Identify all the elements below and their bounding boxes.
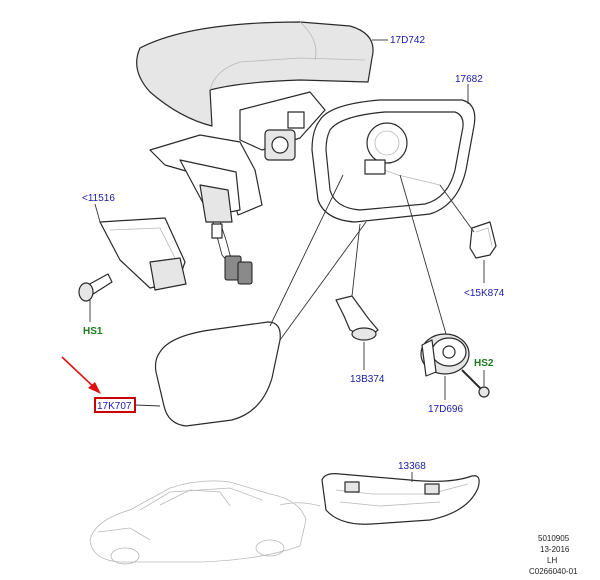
callout-glass[interactable]: 17K707 [97,401,132,412]
actuator-part[interactable] [420,333,470,377]
callout-small-bracket[interactable]: 13B374 [350,374,385,385]
leader-glass-2 [279,221,367,341]
mirror-cap-part[interactable] [136,21,374,127]
footer-line-3: LH [547,556,557,565]
wiring-harness-part[interactable] [211,221,253,285]
callout-motor-bracket[interactable]: <11516 [82,193,115,204]
leader-small-bracket-in [351,223,361,297]
red-arrow-icon [61,356,101,394]
leader-motor-bracket [94,203,101,223]
footer-line-4: C0266040-01 [529,567,578,576]
callout-clip[interactable]: <15K874 [464,288,505,299]
screw-hs1-part[interactable] [78,273,113,302]
small-bracket-part[interactable] [335,295,379,341]
clip-part[interactable] [469,221,497,259]
footer-line-1: 5010905 [538,534,570,543]
leader-glass [134,404,161,407]
leader-glass-1 [269,174,344,327]
callout-housing[interactable]: 17682 [455,74,483,85]
highlight-box [94,397,136,413]
callout-hs1[interactable]: HS1 [83,326,103,337]
screw-hs2-part[interactable] [461,369,490,398]
leader-actuator-in [399,174,447,335]
mirror-housing-part[interactable] [311,99,476,223]
motor-bracket-part[interactable] [99,217,187,291]
mirror-mount-assembly[interactable] [149,91,326,223]
indicator-lamp-part[interactable] [321,473,480,525]
leader-clip-in [439,184,475,233]
mirror-glass-part[interactable] [154,321,281,427]
callout-actuator[interactable]: 17D696 [428,404,463,415]
callout-indicator[interactable]: 13368 [398,461,426,472]
callout-hs2[interactable]: HS2 [474,358,494,369]
vehicle-outline-icon [89,480,321,565]
callout-cap[interactable]: 17D742 [390,35,425,46]
footer-line-2: 13-2016 [540,545,570,554]
